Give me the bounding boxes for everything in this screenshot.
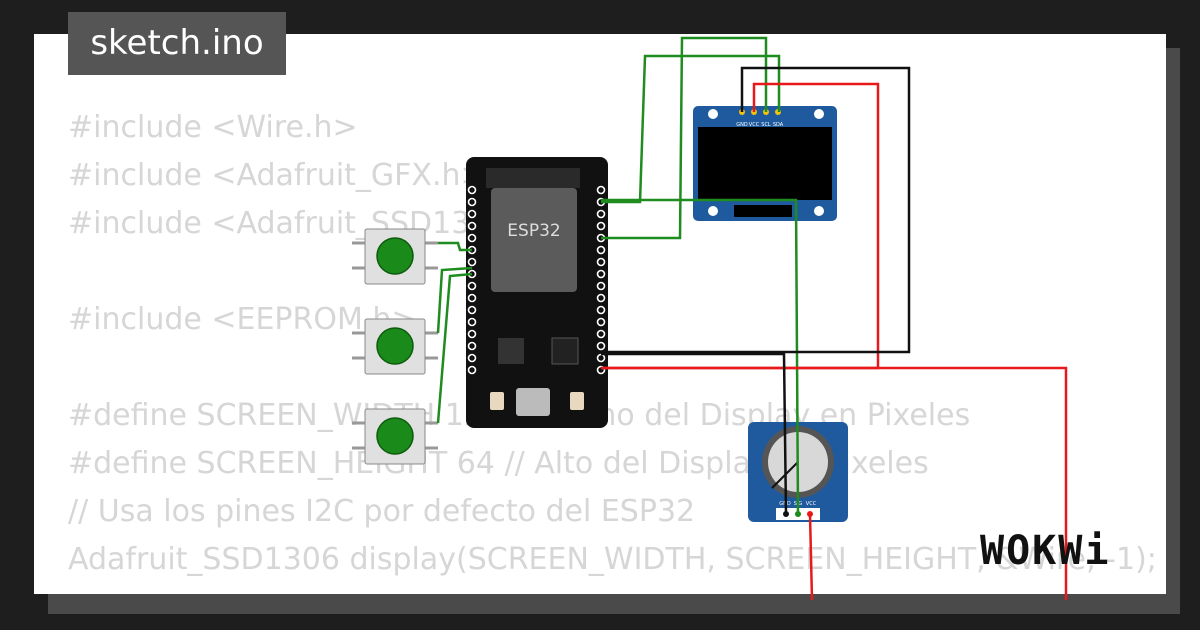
code-line: Adafruit_SSD1306 display(SCREEN_WIDTH, S… (68, 542, 1157, 577)
code-line: // Usa los pines I2C por defecto del ESP… (68, 494, 696, 529)
code-line: #include <Adafruit_GFX.h> (68, 158, 486, 193)
wires (436, 36, 1068, 601)
wire-button-3 (436, 272, 473, 424)
push-button-2[interactable] (352, 318, 438, 375)
oled-pin-vcc: VCC (749, 122, 760, 128)
oled-pin-scl: SCL (761, 122, 771, 128)
esp32-label: ESP32 (507, 221, 560, 241)
wokwi-logo-text: WOKWi (980, 528, 1110, 574)
wokwi-logo: WOKWi (980, 528, 1110, 574)
wire-vcc-rail (601, 366, 1068, 600)
wire-scl (601, 36, 768, 240)
file-tab[interactable]: sketch.ino (68, 12, 286, 75)
code-line: #include <Wire.h> (68, 110, 358, 145)
oled-pin-sda: SDA (773, 122, 784, 128)
wire-button-2 (436, 266, 473, 334)
wire-sda (601, 54, 781, 204)
wire-button-1 (438, 241, 472, 252)
esp32-board[interactable]: ESP32 (466, 157, 608, 428)
push-button-1[interactable] (352, 228, 438, 285)
pot-pin-vcc: VCC (806, 501, 817, 507)
push-button-3[interactable] (352, 408, 438, 465)
oled-pin-gnd: GND (736, 122, 748, 128)
wire-pot-gnd (601, 352, 788, 515)
oled-display[interactable]: GND VCC SCL SDA (693, 106, 837, 221)
wire-pot-signal (601, 198, 800, 515)
wire-pot-vcc (808, 513, 814, 601)
wire-oled-gnd (601, 66, 911, 354)
